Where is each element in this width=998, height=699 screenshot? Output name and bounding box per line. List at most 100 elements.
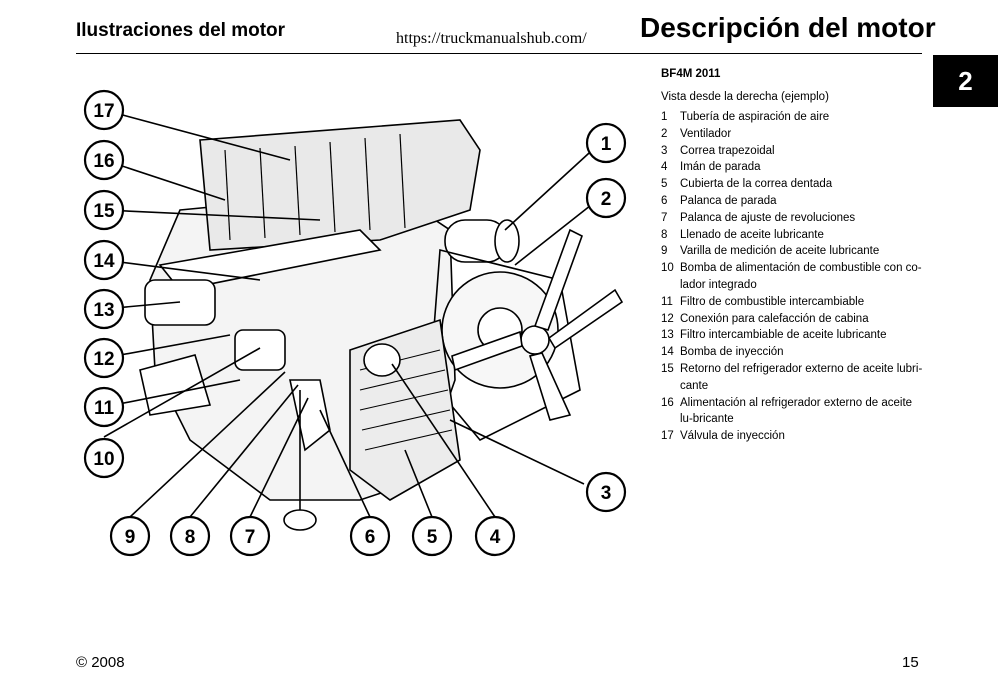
legend-item-text: Bomba de alimentación de combustible con… <box>680 262 922 291</box>
legend-item-text: Palanca de parada <box>680 194 777 207</box>
section-title: Ilustraciones del motor <box>76 20 286 41</box>
view-caption: Vista desde la derecha (ejemplo) <box>661 91 829 103</box>
callout-circle <box>349 515 391 557</box>
legend-item-text: Válvula de inyección <box>680 430 785 443</box>
legend-item-number: 1 <box>661 111 668 123</box>
callout-marker: 8 <box>169 515 211 557</box>
callout-circle <box>169 515 211 557</box>
legend-item-text: Tubería de aspiración de aire <box>680 111 830 123</box>
callout-circle <box>83 89 125 131</box>
legend-item: 10 Bomba de alimentación de combustible c… <box>661 260 923 294</box>
callout-marker: 1 <box>585 122 627 164</box>
callout-number: 2 <box>601 189 612 210</box>
legend-item-text: Filtro intercambiable de aceite lubrican… <box>680 329 887 342</box>
callout-marker: 13 <box>83 288 125 330</box>
legend-item-number: 8 <box>661 228 668 241</box>
callout-marker: 15 <box>83 189 125 231</box>
legend-item-text: Filtro de combustible intercambiable <box>680 295 865 308</box>
callout-number: 17 <box>93 101 114 122</box>
legend-item-number: 10 <box>661 262 674 275</box>
callout-circle <box>83 139 125 181</box>
callout-number: 13 <box>93 300 114 321</box>
legend-item-text: Alimentación al refrigerador externo de … <box>680 396 913 426</box>
callout-number: 6 <box>365 527 376 548</box>
callout-number: 8 <box>185 527 196 548</box>
callout-number: 4 <box>490 527 501 548</box>
parts-legend: 1 Tubería de aspiración de aire 2 Ventilado… <box>661 109 923 445</box>
callout-marker: 10 <box>83 437 125 479</box>
callout-circle <box>585 177 627 219</box>
callout-circle <box>83 337 125 379</box>
callout-circle <box>83 189 125 231</box>
legend-item-number: 15 <box>661 362 674 375</box>
legend-item-number: 16 <box>661 396 674 409</box>
callout-number: 11 <box>94 398 115 419</box>
legend-item-text: Ventilador <box>680 127 732 140</box>
legend-item: 14 Bomba de inyección <box>661 344 923 361</box>
callout-number: 10 <box>93 449 114 470</box>
callout-number: 12 <box>93 349 114 370</box>
legend-item: 3 Correa trapezoidal <box>661 143 923 160</box>
legend-item-text: Retorno del refrigerador externo de acei… <box>680 362 923 392</box>
legend-item: 2 Ventilador <box>661 126 923 143</box>
legend-item: 8 Llenado de aceite lubricante <box>661 227 923 244</box>
legend-item-text: Cubierta de la correa dentada <box>680 178 833 191</box>
legend-item: 4 Imán de parada <box>661 159 923 176</box>
legend-item: 7 Palanca de ajuste de revoluciones <box>661 210 923 227</box>
legend-item-number: 5 <box>661 178 668 191</box>
callout-number: 3 <box>601 483 612 504</box>
callout-marker: 3 <box>585 471 627 513</box>
legend-item: 16 Alimentación al refrigerador externo d… <box>661 395 923 429</box>
legend-item-text: Imán de parada <box>680 161 761 174</box>
engine-drawing <box>139 119 624 531</box>
legend-item-text: Conexión para calefacción de cabina <box>680 312 869 325</box>
legend-item-text: Palanca de ajuste de revoluciones <box>680 211 856 224</box>
callout-circle <box>585 122 627 164</box>
legend-item: 15 Retorno del refrigerador externo de ac… <box>661 361 923 395</box>
legend-item-number: 9 <box>661 245 668 258</box>
callout-number: 1 <box>601 134 612 155</box>
callout-circle <box>83 437 125 479</box>
legend-item-number: 13 <box>661 329 674 342</box>
legend-item-number: 6 <box>661 194 668 207</box>
legend-item-text: Correa trapezoidal <box>680 144 775 157</box>
callout-marker: 5 <box>411 515 453 557</box>
callout-circle <box>83 288 125 330</box>
header-divider <box>76 53 922 54</box>
callout-circle <box>474 515 516 557</box>
legend-item-number: 4 <box>661 161 668 174</box>
legend-item-number: 12 <box>661 312 674 325</box>
legend-item: 11 Filtro de combustible intercambiable <box>661 294 923 311</box>
legend-item-number: 2 <box>661 127 668 140</box>
legend-item-text: Bomba de inyección <box>680 346 784 359</box>
callout-marker: 2 <box>585 177 627 219</box>
legend-item-number: 3 <box>661 144 668 157</box>
callout-marker: 7 <box>229 515 271 557</box>
callout-circle <box>109 515 151 557</box>
page-number: 15 <box>902 654 919 671</box>
callout-marker: 17 <box>83 89 125 131</box>
legend-item-number: 7 <box>661 211 668 224</box>
callout-marker: 4 <box>474 515 516 557</box>
legend-item: 1 Tubería de aspiración de aire <box>661 109 923 126</box>
legend-item: 5 Cubierta de la correa dentada <box>661 176 923 193</box>
legend-item: 9 Varilla de medición de aceite lubricant… <box>661 243 923 260</box>
legend-item-number: 11 <box>661 295 673 308</box>
source-url[interactable]: https://truckmanualshub.com/ <box>396 30 587 47</box>
engine-model: BF4M 2011 <box>661 68 721 80</box>
callout-number: 5 <box>427 527 438 548</box>
callout-marker: 14 <box>83 239 125 281</box>
callout-number: 9 <box>125 527 136 548</box>
callout-circle <box>585 471 627 513</box>
chapter-title: Descripción del motor <box>640 12 936 43</box>
legend-item: 12 Conexión para calefacción de cabina <box>661 311 923 328</box>
callout-number: 16 <box>93 151 114 172</box>
callout-number: 14 <box>93 251 115 272</box>
callout-number: 7 <box>245 527 256 548</box>
legend-item-number: 14 <box>661 346 674 359</box>
legend-item-text: Varilla de medición de aceite lubricante <box>680 245 880 258</box>
legend-item-text: Llenado de aceite lubricante <box>680 228 824 241</box>
